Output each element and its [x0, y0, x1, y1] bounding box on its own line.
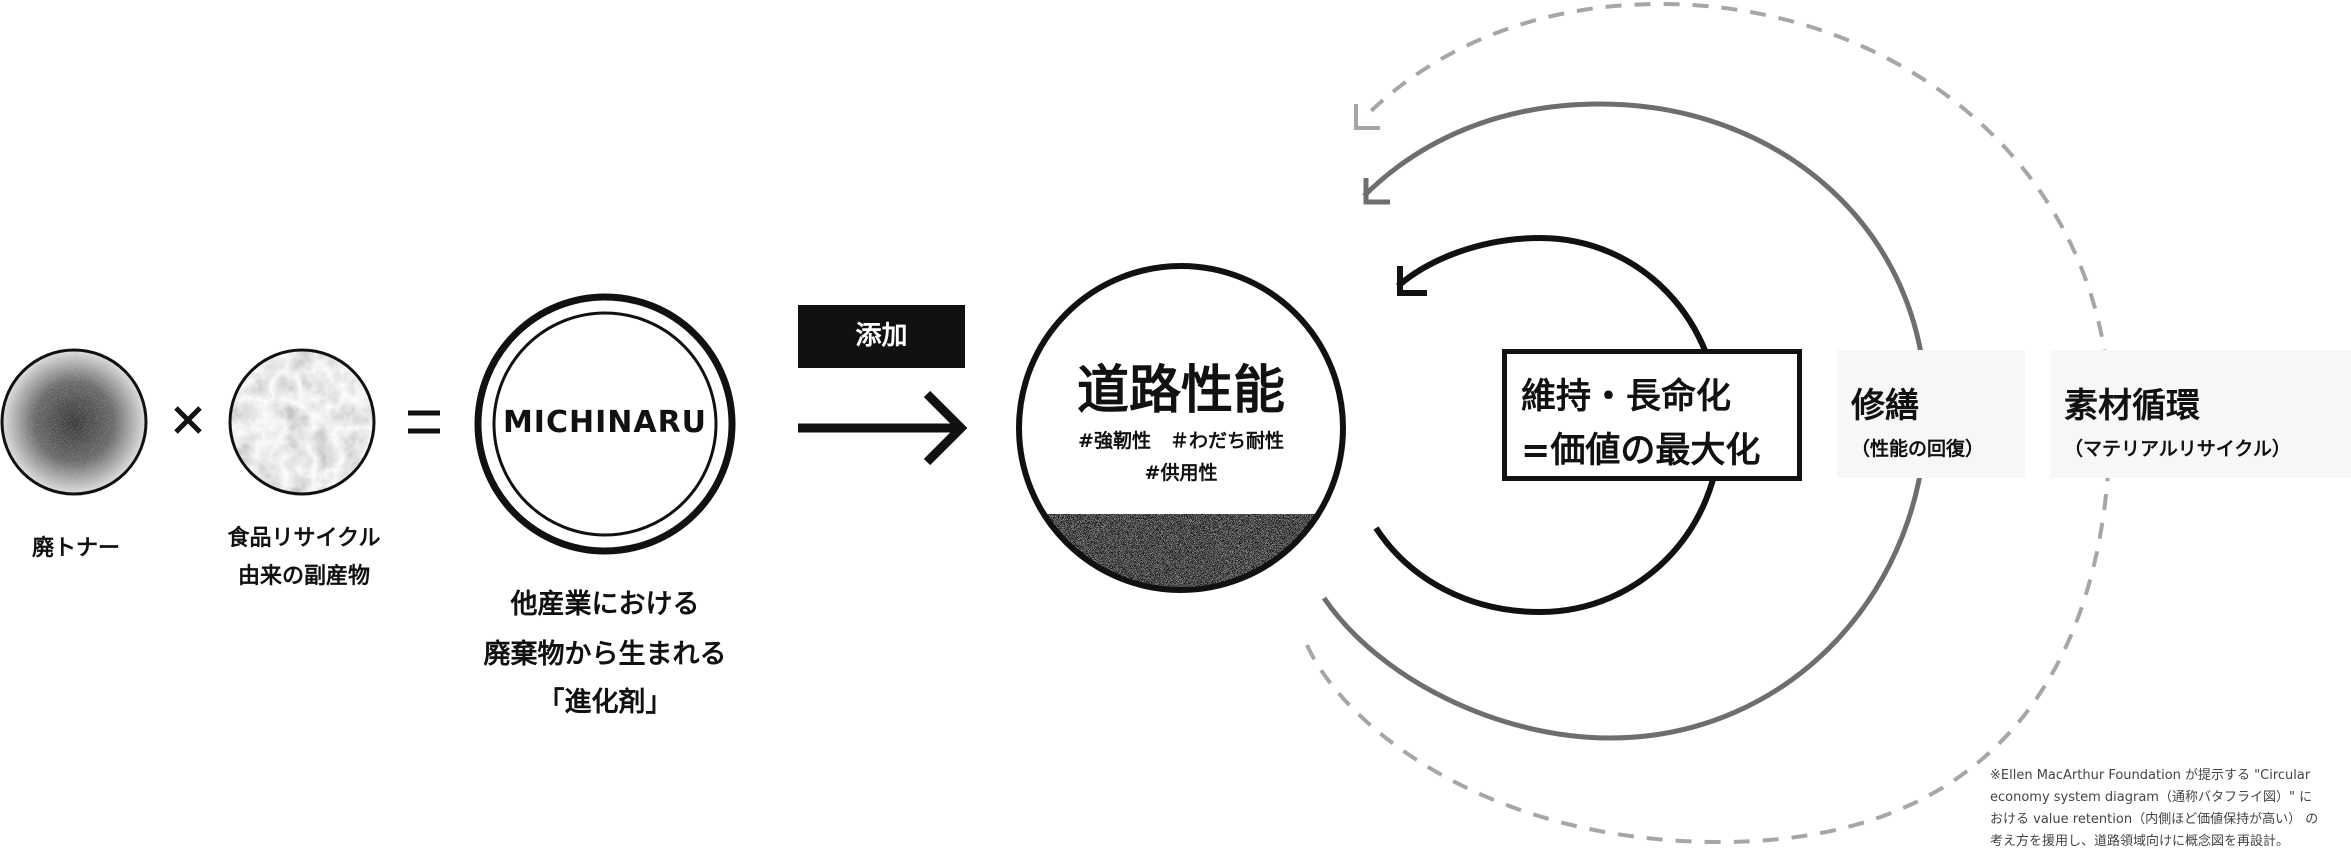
- michinaru-name: MICHINARU: [502, 405, 708, 440]
- footnote-line2: economy system diagram（通称バタフライ図）" に: [1990, 790, 2313, 805]
- michinaru-badge: [474, 293, 736, 555]
- add-badge-label: 添加: [855, 321, 908, 351]
- waste-toner-image: [0, 348, 148, 496]
- road-performance-tags-line1: #強靭性 ＃わだち耐性: [1078, 430, 1284, 452]
- road-performance-tags-line2: #供用性: [1144, 462, 1218, 484]
- michinaru-desc-line2: 廃棄物から生まれる: [483, 639, 727, 670]
- material-recycling-title: 素材循環: [2064, 386, 2200, 426]
- times-sign: [174, 406, 202, 434]
- road-performance-circle: [1016, 263, 1346, 593]
- loop-maintenance-arrowhead: [1397, 266, 1427, 296]
- material-recycling-panel: 素材循環 （マテリアルリサイクル）: [2050, 350, 2351, 478]
- footnote: ※Ellen MacArthur Foundation が提示する "Circu…: [1990, 765, 2348, 853]
- footnote-line3: おける value retention（内側ほど価値保持が高い） の: [1990, 812, 2319, 827]
- equals-sign: [408, 410, 440, 434]
- food-byproduct-image: [228, 348, 376, 496]
- michinaru-desc-line3: 「進化剤」: [537, 687, 673, 718]
- repair-subtitle: （性能の回復）: [1851, 438, 1985, 460]
- maintenance-line2: =価値の最大化: [1521, 431, 1761, 471]
- footnote-line4: 考え方を援用し、道路領域向けに概念図を再設計。: [1990, 834, 2290, 849]
- repair-panel: 修繕 （性能の回復）: [1837, 350, 2025, 478]
- footnote-line1: ※Ellen MacArthur Foundation が提示する "Circu…: [1990, 768, 2311, 783]
- food-byproduct-label-line2: 由来の副産物: [237, 564, 371, 589]
- food-byproduct-label-line1: 食品リサイクル: [227, 526, 381, 551]
- repair-title: 修繕: [1851, 386, 1919, 426]
- loop-material-recycling-arrowhead: [1354, 104, 1380, 130]
- loop-repair-arrowhead: [1363, 178, 1390, 205]
- add-badge: 添加: [798, 305, 965, 368]
- material-recycling-subtitle: （マテリアルリサイクル）: [2064, 438, 2291, 460]
- road-performance-title: 道路性能: [1076, 361, 1286, 421]
- michinaru-desc-line1: 他産業における: [510, 589, 700, 620]
- maintenance-line1: 維持・長命化: [1521, 377, 1732, 417]
- add-arrow: [798, 390, 968, 466]
- maintenance-box: 維持・長命化 =価値の最大化: [1502, 349, 1802, 481]
- waste-toner-label: 廃トナー: [31, 536, 121, 561]
